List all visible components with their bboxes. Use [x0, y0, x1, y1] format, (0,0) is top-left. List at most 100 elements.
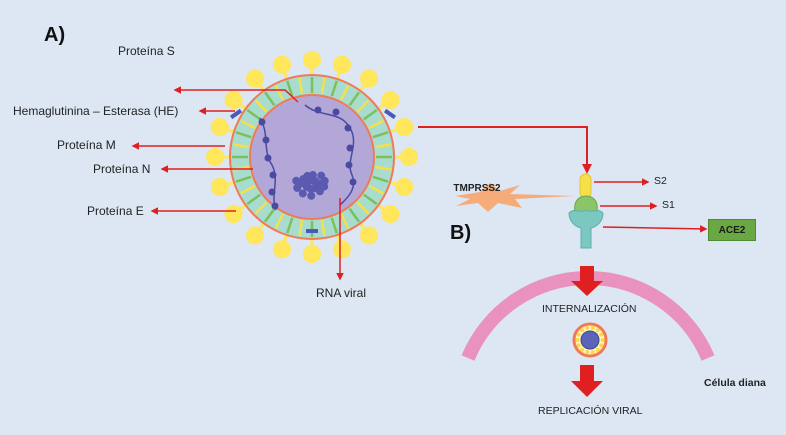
envelope-protein: [235, 175, 252, 183]
panel-b-label: B): [450, 222, 472, 244]
label-tmprss2: TMPRSS2: [453, 183, 501, 194]
ace2-receptor: [568, 209, 604, 249]
envelope-protein: [286, 80, 294, 97]
s1-subunit: [574, 195, 598, 213]
spike-head: [210, 177, 229, 196]
envelope-protein: [320, 77, 326, 94]
rna-coil-dot: [298, 179, 307, 188]
virion-spike: [580, 347, 585, 352]
virion-spike: [600, 338, 605, 342]
nucleocapsid-dot: [264, 154, 272, 162]
spike-head: [245, 226, 264, 245]
rna-strand: [259, 117, 277, 211]
nucleocapsid-dot: [269, 171, 277, 179]
envelope-protein: [274, 213, 285, 229]
envelope-protein: [363, 193, 378, 206]
s2-subunit: [579, 173, 592, 199]
nucleocapsid-dot: [271, 202, 279, 210]
envelope-protein: [339, 85, 350, 101]
virion-spike: [580, 328, 585, 333]
envelope-protein: [368, 184, 384, 195]
rna-coil: [292, 171, 329, 200]
label-protein-e: Proteína E: [87, 204, 144, 218]
label-s1: S1: [662, 199, 675, 211]
nucleocapsid-dot: [345, 161, 353, 169]
label-target-cell: Célula diana: [704, 377, 766, 389]
nucleocapsid-dot: [268, 188, 276, 196]
down-arrow-internalization: [571, 266, 603, 296]
envelope-protein: [246, 193, 261, 206]
envelope-protein: [375, 143, 392, 149]
envelope-protein: [348, 208, 361, 223]
rna-coil-dot: [298, 189, 307, 198]
nucleocapsid-dot: [258, 118, 266, 126]
spike-head: [273, 240, 292, 259]
envelope-protein: [263, 91, 276, 106]
connector-arrow: [418, 126, 592, 174]
nucleocapsid-dot: [314, 106, 322, 114]
virion-spike: [599, 332, 604, 337]
virion-spike: [585, 325, 590, 330]
spike-head: [360, 69, 379, 88]
spike-head: [224, 205, 243, 224]
spike-head: [303, 245, 321, 263]
virion-spike: [590, 325, 595, 330]
virion-core: [580, 330, 600, 350]
spike-head: [360, 226, 379, 245]
label-protein-n: Proteína N: [93, 162, 151, 176]
rna-coil-dot: [314, 179, 323, 188]
envelope-protein: [235, 131, 252, 139]
label-protein-m: Proteína M: [57, 138, 116, 152]
spike-head: [206, 148, 224, 166]
rna-strand: [304, 104, 355, 206]
tmprss2-shape: [455, 183, 575, 212]
nucleocapsid-dot: [349, 178, 357, 186]
rna-coil-dot: [307, 191, 316, 200]
arrow-protein-s: [173, 86, 299, 103]
envelope-protein: [240, 119, 256, 130]
envelope-protein: [356, 99, 370, 113]
envelope-protein: [372, 131, 389, 139]
envelope-protein: [263, 208, 276, 223]
envelope-proteins: [232, 77, 392, 237]
spike-head: [381, 205, 400, 224]
nucleocapsid-dot: [332, 108, 340, 116]
envelope-protein: [298, 220, 304, 237]
envelope-protein: [240, 184, 256, 195]
nucleocapsid-dot: [262, 136, 270, 144]
label-internalization: INTERNALIZACIÓN: [542, 303, 637, 315]
envelope-protein: [363, 108, 378, 121]
nucleocapsid-dot: [346, 144, 354, 152]
panel-a-label: A): [44, 24, 66, 46]
spike-head: [400, 148, 418, 166]
envelope-protein: [274, 85, 285, 101]
rna-coil-dot: [317, 171, 326, 180]
label-s2: S2: [654, 175, 667, 187]
envelope-protein: [320, 220, 326, 237]
spike-head: [332, 240, 351, 259]
spike-head: [395, 118, 414, 137]
spike-head: [381, 90, 400, 109]
down-arrow-replication: [571, 365, 603, 397]
nucleocapsid-dot: [344, 124, 352, 132]
spike-head: [210, 118, 229, 137]
arrow-ace2: [602, 225, 708, 233]
spike-head: [395, 177, 414, 196]
label-protein-s: Proteína S: [118, 44, 175, 58]
virion-spike: [595, 328, 600, 333]
virion-spikes: [575, 325, 605, 355]
envelope-protein: [232, 143, 249, 149]
spike-head: [273, 55, 292, 74]
envelope-protein: [348, 91, 361, 106]
envelope-protein: [372, 175, 389, 183]
nucleocapsid-proteins: [258, 106, 357, 210]
envelope-protein: [330, 80, 338, 97]
envelope-protein: [368, 119, 384, 130]
label-he: Hemaglutinina – Esterasa (HE): [13, 104, 179, 118]
envelope-protein: [356, 201, 370, 215]
virion-spike: [590, 350, 595, 355]
virion-spike: [599, 343, 604, 348]
envelope-protein: [298, 77, 304, 94]
spike-head: [303, 51, 321, 69]
envelope-protein: [286, 217, 294, 234]
